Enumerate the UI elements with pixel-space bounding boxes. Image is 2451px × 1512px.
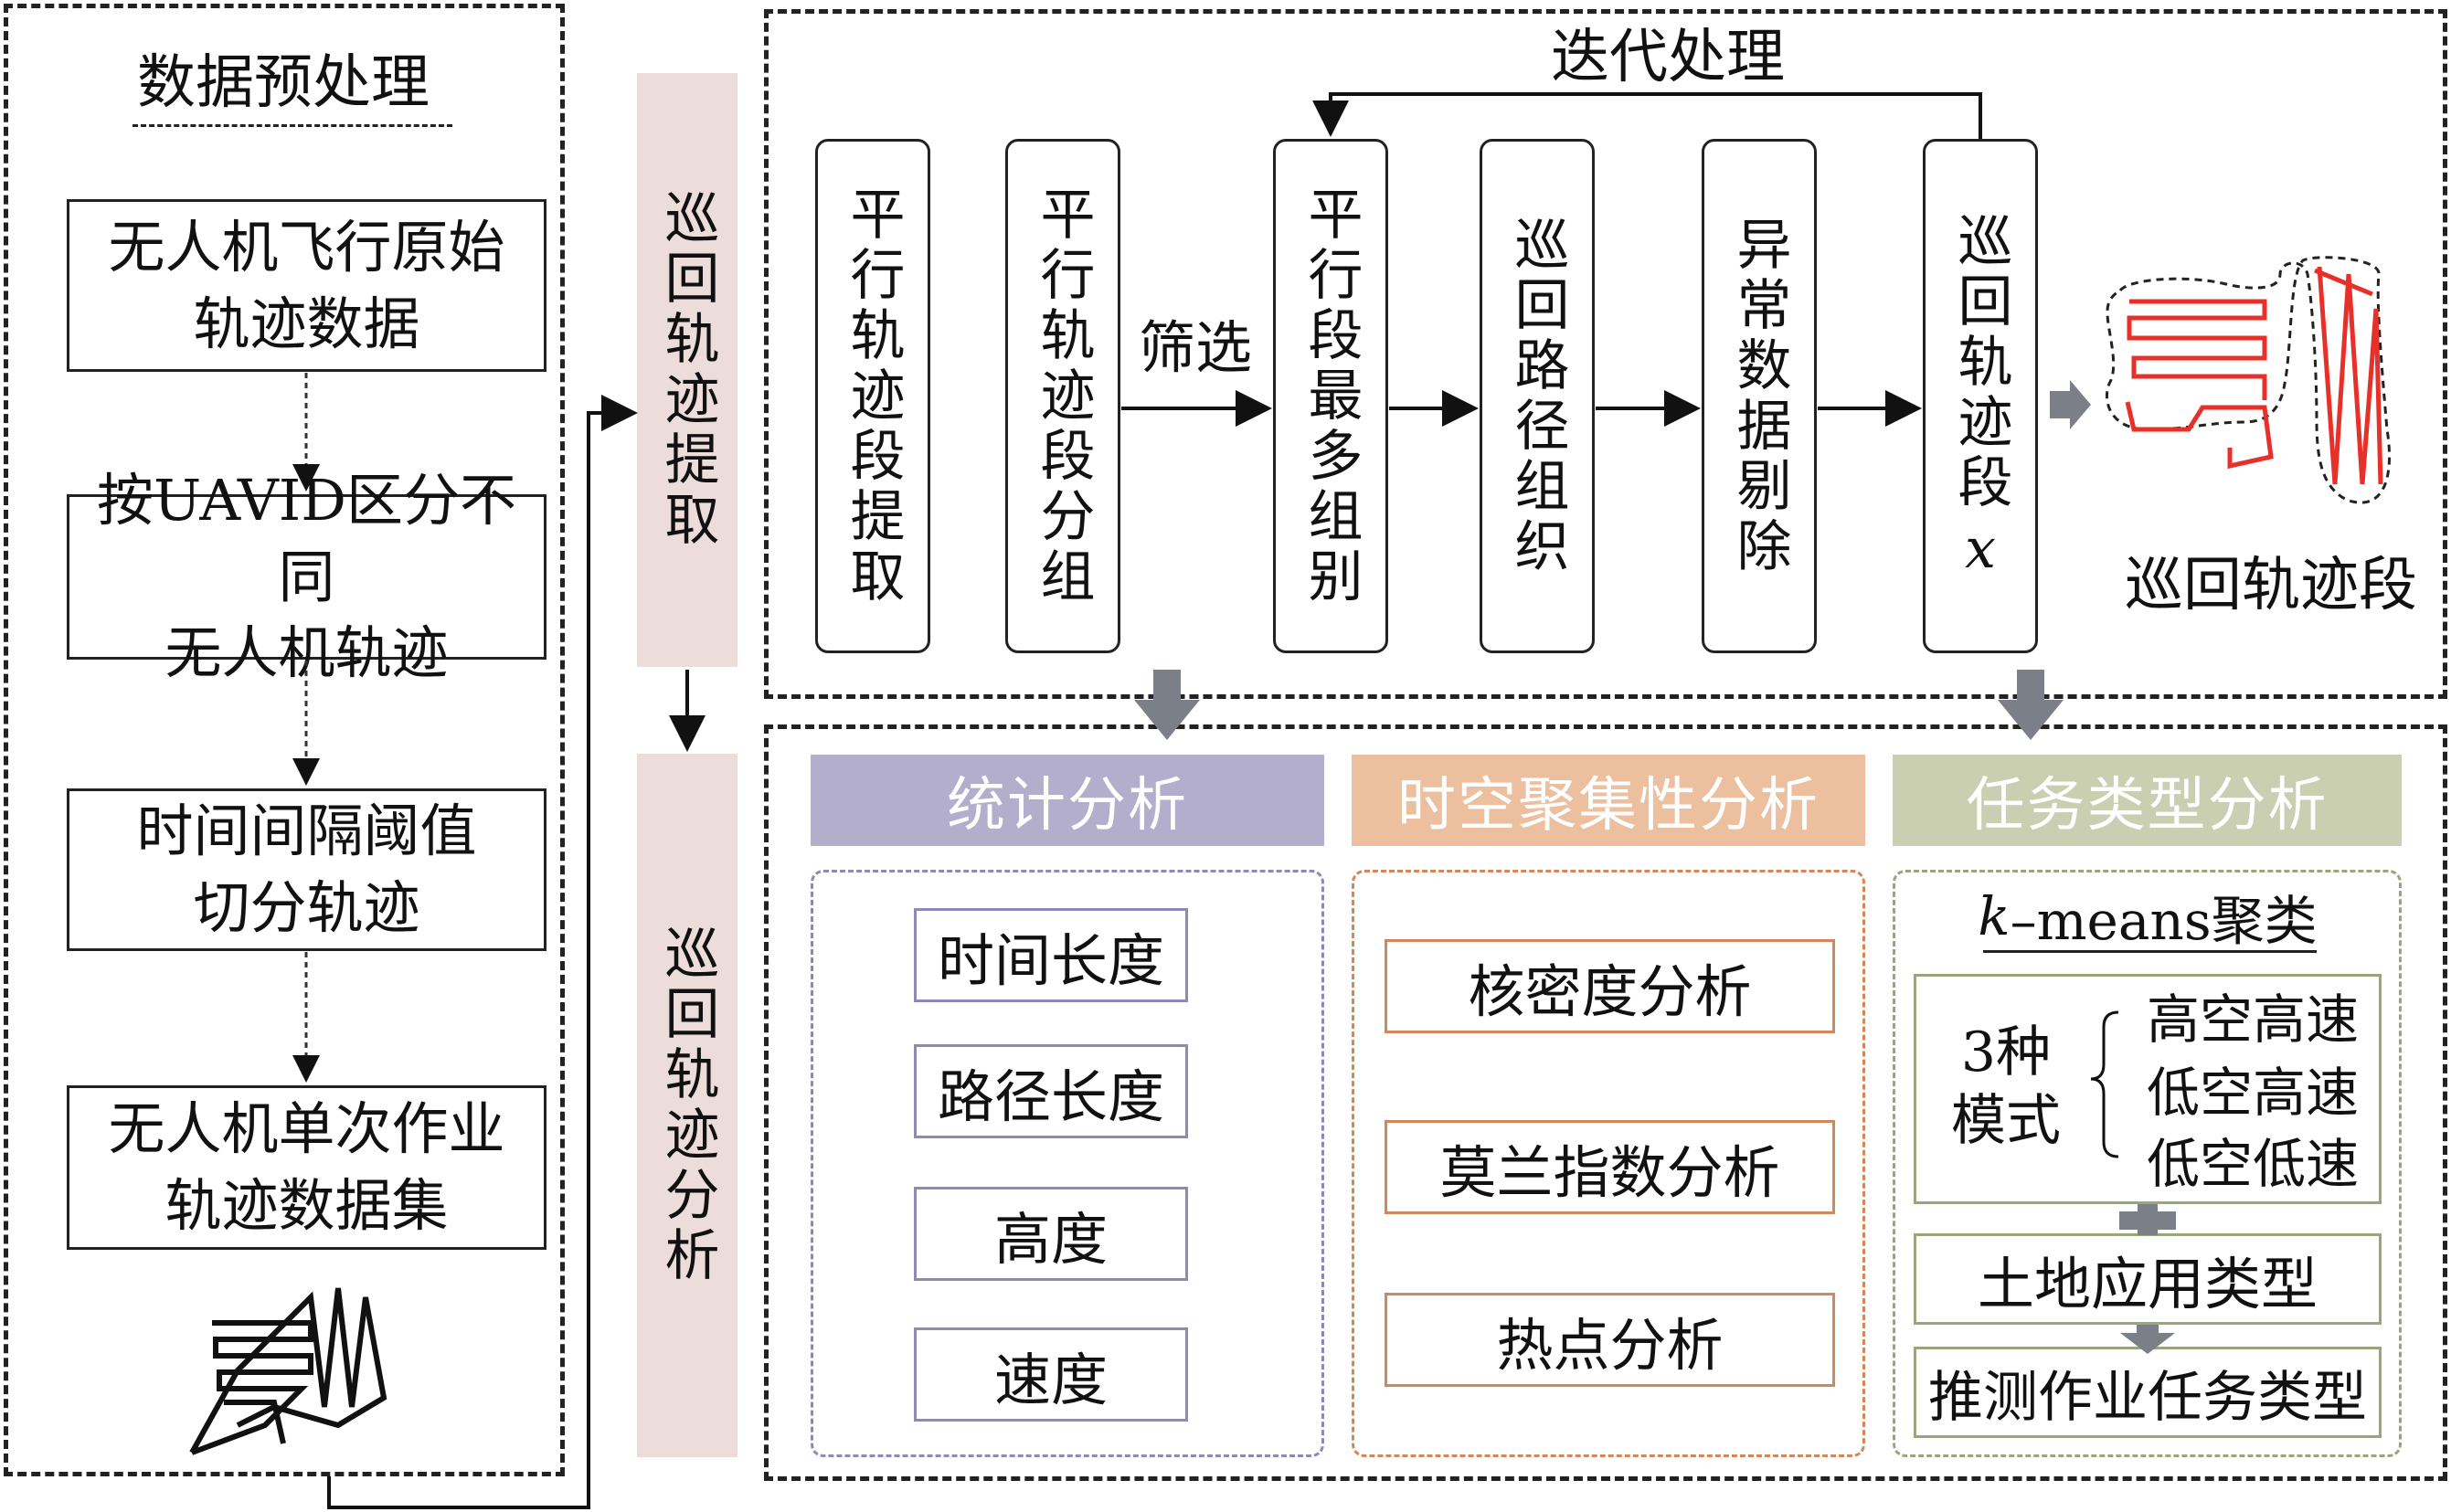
- preprocessing-title: 数据预处理: [137, 49, 430, 117]
- box-route-organize: 巡回路径组织: [1480, 139, 1595, 653]
- modes-box: [1914, 974, 2382, 1204]
- kmeans-underline: [1983, 950, 2317, 953]
- step-split-by-uavid-label: 按UAVID区分不同 无人机轨迹: [96, 466, 516, 687]
- box-patrol-segment-var: x: [1965, 516, 1996, 581]
- step-time-threshold: 时间间隔阈值 切分轨迹: [67, 788, 546, 951]
- extract-label: 巡回轨迹提取: [637, 73, 737, 667]
- stat-item-speed: 速度: [914, 1327, 1188, 1422]
- extraction-panel: [764, 9, 2447, 699]
- result-arrow: [2050, 380, 2091, 429]
- spatio-group: [1352, 870, 1865, 1457]
- spatio-item-kde: 核密度分析: [1385, 939, 1835, 1033]
- stat-group: [811, 870, 1324, 1457]
- stat-header: 统计分析: [811, 755, 1324, 846]
- top-flow-arrows: [1121, 92, 1982, 427]
- step-split-by-uavid: 按UAVID区分不同 无人机轨迹: [67, 467, 546, 686]
- filter-label: 筛选: [1138, 314, 1252, 381]
- down-arrow-infer: [2120, 1325, 2175, 1354]
- spatio-item-hotspot: 热点分析: [1385, 1293, 1835, 1387]
- analysis-label: 巡回轨迹分析: [637, 754, 737, 1457]
- stat-item-duration: 时间长度: [914, 908, 1188, 1002]
- spatio-header: 时空聚集性分析: [1352, 755, 1865, 846]
- modes-brace-icon: [2090, 1010, 2119, 1158]
- gray-block-arrows: [1134, 380, 2176, 1354]
- left-to-extract-connector: [327, 395, 638, 1509]
- stat-item-height: 高度: [914, 1187, 1188, 1281]
- box-most-group: 平行段最多组别: [1273, 139, 1388, 653]
- task-header: 任务类型分析: [1893, 755, 2402, 846]
- step-time-threshold-label: 时间间隔阈值 切分轨迹: [136, 798, 477, 941]
- land-use-box: 土地应用类型: [1914, 1233, 2382, 1325]
- iteration-label: 迭代处理: [1551, 24, 1785, 91]
- box-parallel-extract: 平行轨迹段提取: [815, 139, 930, 653]
- title-underline: [133, 124, 452, 127]
- infer-task-box: 推测作业任务类型: [1914, 1347, 2382, 1438]
- box-outlier-remove: 异常数据剔除: [1702, 139, 1817, 653]
- step-dataset: 无人机单次作业 轨迹数据集: [67, 1085, 546, 1250]
- mode-low-fast: 低空高速: [2146, 1062, 2359, 1124]
- box-patrol-segment-label: 巡回轨迹段: [1948, 211, 2012, 513]
- stat-item-path-length: 路径长度: [914, 1044, 1188, 1138]
- step-raw-trajectory-label: 无人机飞行原始 轨迹数据: [108, 213, 505, 357]
- kmeans-label: k–means聚类: [1965, 875, 2330, 957]
- down-arrow-stat: [1134, 670, 1200, 740]
- spatio-item-moran: 莫兰指数分析: [1385, 1120, 1835, 1214]
- down-arrow-task: [1998, 670, 2064, 740]
- step-dataset-label: 无人机单次作业 轨迹数据集: [108, 1095, 505, 1239]
- box-patrol-segment: 巡回轨迹段 x: [1923, 139, 2038, 653]
- mode-low-slow: 低空低速: [2146, 1133, 2359, 1195]
- box-parallel-group: 平行轨迹段分组: [1005, 139, 1120, 653]
- patrol-segment-icon: [2105, 256, 2391, 504]
- analysis-panel: [764, 724, 2447, 1481]
- kmeans-k: k: [1978, 885, 2011, 947]
- raw-trajectory-icon: [189, 1287, 387, 1455]
- task-group: [1893, 870, 2402, 1457]
- preprocessing-panel: [4, 4, 565, 1476]
- mode-high-fast: 高空高速: [2146, 989, 2359, 1051]
- kmeans-rest: –means聚类: [2010, 890, 2318, 952]
- modes-label: 3种 模式: [1951, 1020, 2061, 1153]
- plus-arrow-land: [2119, 1204, 2176, 1235]
- result-label: 巡回轨迹段: [2125, 552, 2417, 619]
- step-raw-trajectory: 无人机飞行原始 轨迹数据: [67, 199, 546, 372]
